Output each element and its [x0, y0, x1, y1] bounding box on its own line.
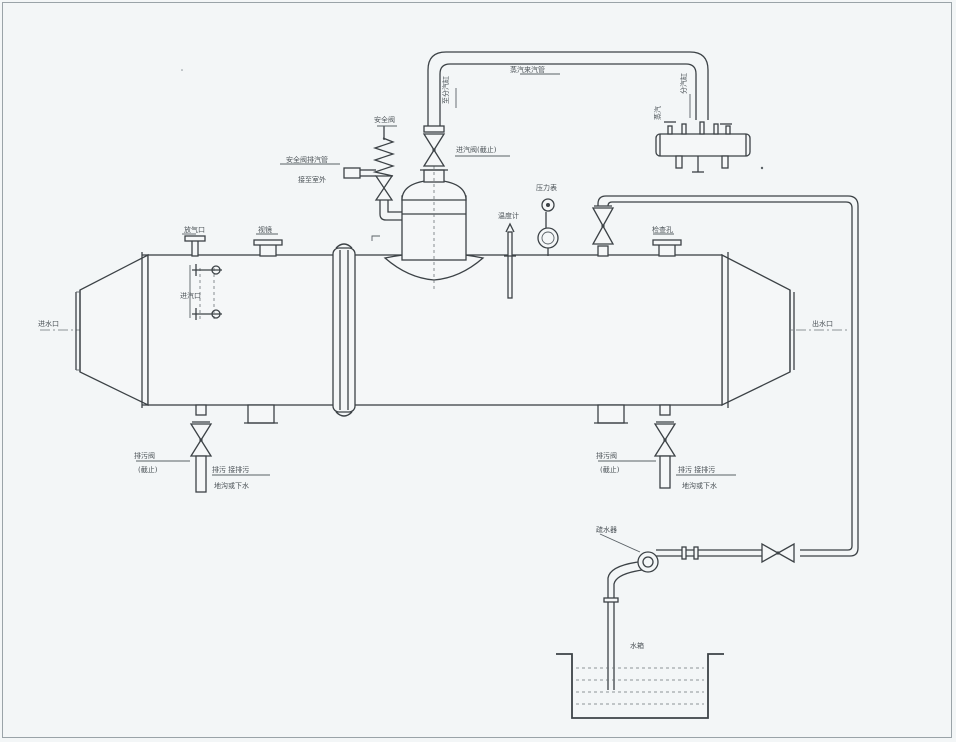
- trap-loop: [603, 546, 762, 690]
- label-drain-note-right-2: 地沟或下水: [682, 481, 717, 490]
- label-water-inlet: 进水口: [38, 319, 59, 328]
- steam-supply-pipe: [427, 51, 709, 128]
- sight-glass-nozzle: [253, 239, 283, 257]
- label-inlet-valve: 进汽阀(截止): [456, 145, 497, 154]
- label-sight-glass: 视镜: [258, 225, 272, 234]
- label-trap: 疏水器: [596, 525, 617, 534]
- label-drain-note-right-1: 排污 接排污: [678, 465, 715, 474]
- flow-arrow-mark: [371, 235, 380, 241]
- left-cone-end: [75, 253, 149, 407]
- right-cone-end: [721, 253, 795, 407]
- leader-lines: [136, 73, 736, 553]
- label-steam-inlet: 进汽口: [180, 291, 201, 300]
- label-vent: 放气口: [184, 225, 205, 234]
- trap-valve: [761, 542, 795, 564]
- inspection-nozzle: [652, 239, 682, 257]
- label-pressure-gauge: 压力表: [536, 183, 557, 192]
- condensate-pipe: [597, 195, 859, 557]
- label-thermometer: 温度计: [498, 211, 519, 220]
- label-drain-right: 排污阀: [596, 451, 617, 460]
- drain-valve-left: [189, 404, 213, 493]
- label-safety-note-1: 安全阀排汽管: [286, 155, 328, 164]
- drain-valve-right: [653, 404, 677, 489]
- speck: [181, 69, 183, 71]
- label-header: 分汽缸: [679, 73, 688, 94]
- inlet-valve: [422, 125, 446, 167]
- steam-dome: [383, 160, 485, 290]
- label-steam-note: 至分汽缸: [441, 76, 450, 104]
- label-drain-right-2: (截止): [600, 465, 620, 474]
- label-safety-note-2: 接至室外: [298, 175, 326, 184]
- thermometer: [504, 222, 516, 299]
- label-header-tag: 蒸汽: [653, 106, 662, 120]
- vent-nozzle: [184, 235, 206, 257]
- label-water-outlet: 出水口: [812, 319, 833, 328]
- bottom-nozzle-right: [594, 404, 628, 424]
- pressure-gauge: [537, 198, 559, 256]
- label-drain-left: 排污阀: [134, 451, 155, 460]
- label-tank: 水箱: [630, 641, 644, 650]
- shell-flange: [332, 243, 356, 417]
- label-drain-note-left-1: 排污 接排污: [212, 465, 249, 474]
- label-safety-valve: 安全阀: [374, 115, 395, 124]
- bottom-nozzle-left: [244, 404, 278, 424]
- safety-valve: [343, 126, 402, 221]
- label-steam-line: 蒸汽来汽管: [510, 65, 545, 74]
- steam-header: [655, 121, 751, 173]
- level-gauge: [192, 264, 222, 322]
- outlet-valve: [591, 205, 615, 257]
- water-tank: [556, 653, 724, 719]
- speck: [760, 166, 764, 170]
- label-drain-left-2: (截止): [138, 465, 158, 474]
- label-inspection: 检查孔: [652, 225, 673, 234]
- label-drain-note-left-2: 地沟或下水: [214, 481, 249, 490]
